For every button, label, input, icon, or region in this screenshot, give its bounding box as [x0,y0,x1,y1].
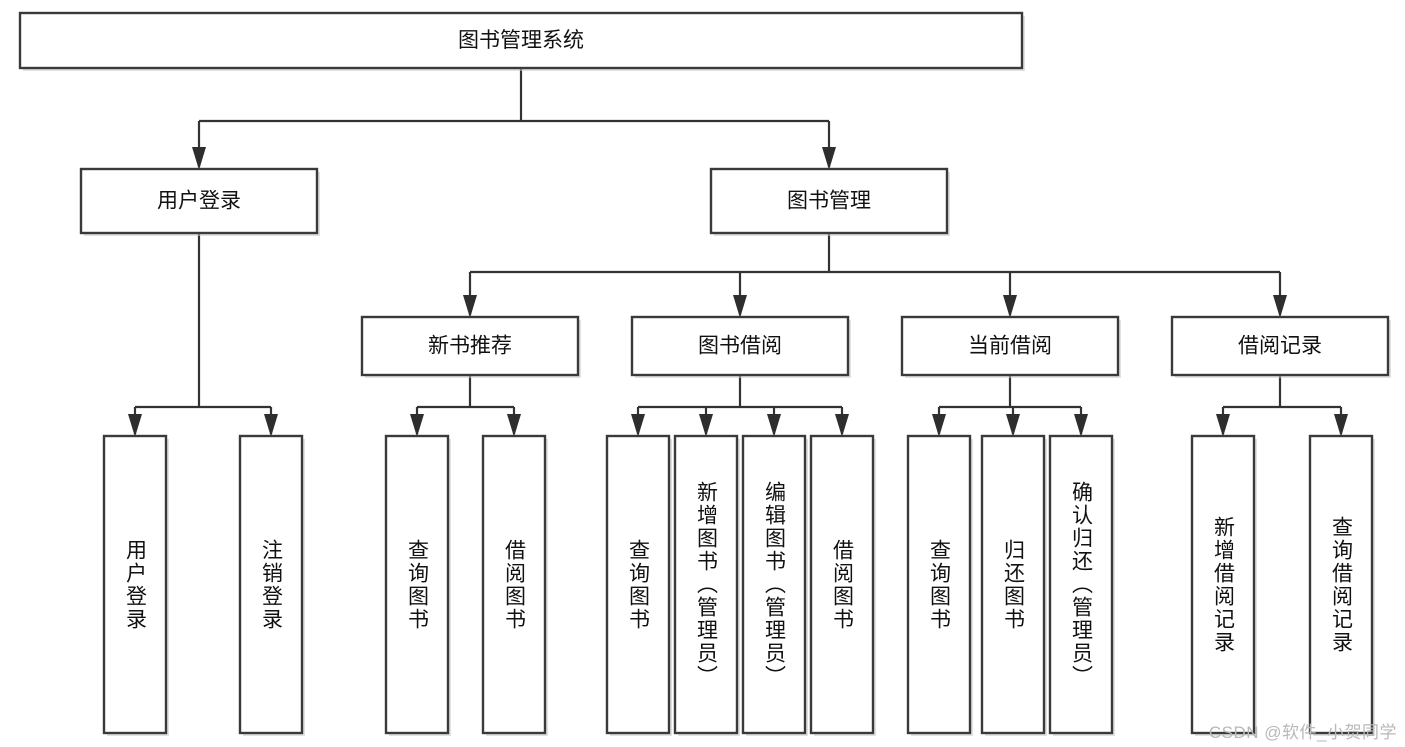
arrow-head-icon [192,147,206,170]
arrow-head-icon [463,295,477,318]
node-box-current-borrow[interactable] [900,315,1120,377]
node-box-leaf-cb-confirm[interactable] [1048,434,1114,735]
node-box-user-login[interactable] [79,167,319,235]
node-box-leaf-nb-query[interactable] [384,434,450,735]
arrow-head-icon [410,414,424,437]
node-box-leaf-br-add[interactable] [1190,434,1256,735]
node-box-leaf-cb-query[interactable] [906,434,972,735]
arrow-head-icon [1074,414,1088,437]
node-label-borrow-record: 借阅记录 [1238,335,1322,358]
arrow-head-icon [128,414,142,437]
arrow-head-icon [1003,295,1017,318]
arrow-head-icon [264,414,278,437]
node-label-root: 图书管理系统 [458,29,584,52]
node-box-leaf-bb-query[interactable] [605,434,671,735]
node-box-leaf-user-logout[interactable] [238,434,304,735]
node-label-book-manage: 图书管理 [787,190,871,213]
node-box-leaf-bb-add[interactable] [673,434,739,735]
boxes-layer [18,11,1391,736]
node-box-borrow-record[interactable] [1170,315,1390,377]
node-box-leaf-nb-borrow[interactable] [481,434,547,735]
arrow-head-icon [822,147,836,170]
arrow-head-icon [631,414,645,437]
arrow-head-icon [699,414,713,437]
node-box-leaf-br-query[interactable] [1308,434,1374,735]
node-box-leaf-cb-return[interactable] [980,434,1046,735]
node-box-leaf-bb-borrow[interactable] [809,434,875,735]
arrow-head-icon [733,295,747,318]
node-box-root[interactable] [18,11,1024,70]
arrow-head-icon [1334,414,1348,437]
arrow-head-icon [507,414,521,437]
arrow-head-icon [1273,295,1287,318]
arrow-head-icon [1216,414,1230,437]
node-label-book-borrow: 图书借阅 [698,335,782,358]
node-box-leaf-user-login[interactable] [102,434,168,735]
node-box-new-book-rec[interactable] [360,315,580,377]
node-label-current-borrow: 当前借阅 [968,335,1052,358]
arrow-head-icon [1006,414,1020,437]
edges-layer [128,68,1348,437]
arrow-head-icon [835,414,849,437]
node-box-book-borrow[interactable] [630,315,850,377]
node-box-leaf-bb-edit[interactable] [741,434,807,735]
node-label-new-book-rec: 新书推荐 [428,335,512,358]
csdn-watermark: CSDN @软件_小贺同学 [1208,723,1397,742]
arrow-head-icon [932,414,946,437]
node-label-user-login: 用户登录 [157,190,241,213]
node-box-book-manage[interactable] [709,167,949,235]
arrow-head-icon [767,414,781,437]
